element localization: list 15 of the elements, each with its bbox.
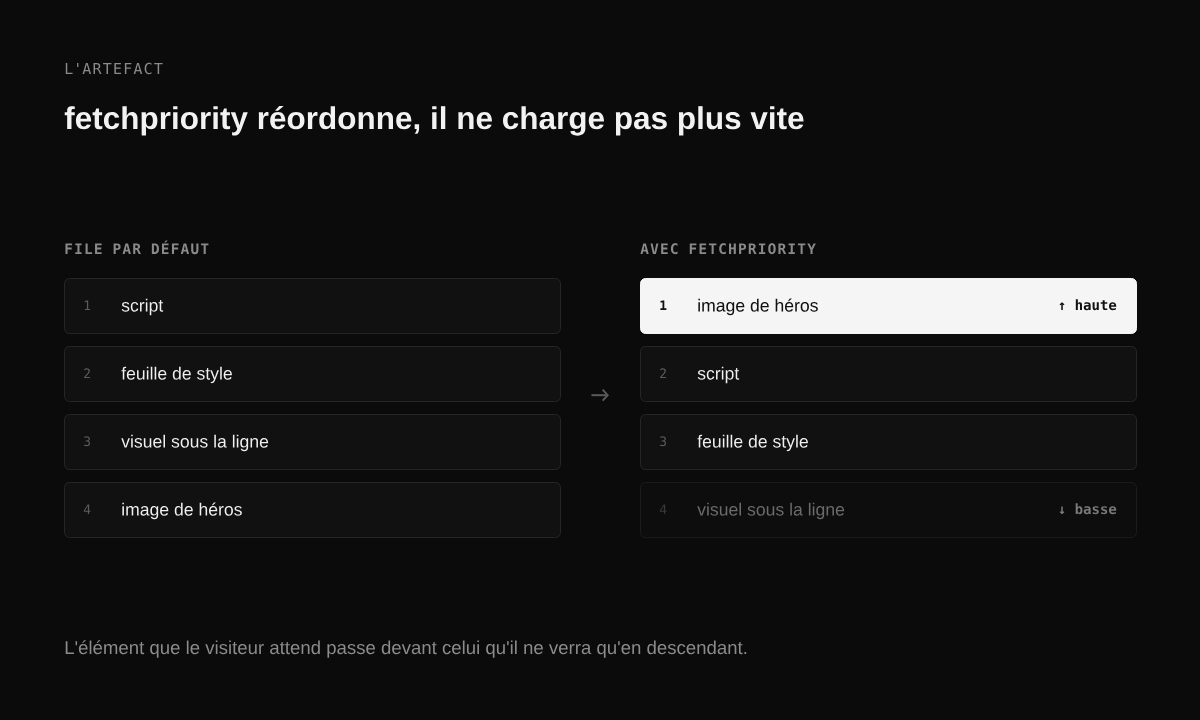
rank-number: 2: [660, 368, 666, 378]
column-heading: FILE PAR DÉFAUT: [65, 240, 209, 255]
column-heading: AVEC FETCHPRIORITY: [640, 243, 816, 255]
kicker-label: L'ARTEFACT: [65, 62, 163, 75]
rank-number: 3: [84, 436, 91, 447]
title: fetchpriority réordonne, il ne charge pas plus vite: [64, 105, 804, 136]
caption: L'élément que le visiteur attend passe devant celui qu'il ne verra qu'en descendant.: [65, 640, 747, 658]
rank-number: 1: [660, 300, 667, 310]
rank-number: 3: [660, 436, 667, 447]
priority-label: ↓ basse: [1059, 503, 1117, 515]
priority-label: ↑ haute: [1059, 299, 1117, 311]
rank-number: 4: [83, 504, 91, 514]
rank-number: 2: [84, 368, 90, 378]
rank-number: 1: [84, 300, 91, 310]
arrow: [590, 388, 609, 402]
